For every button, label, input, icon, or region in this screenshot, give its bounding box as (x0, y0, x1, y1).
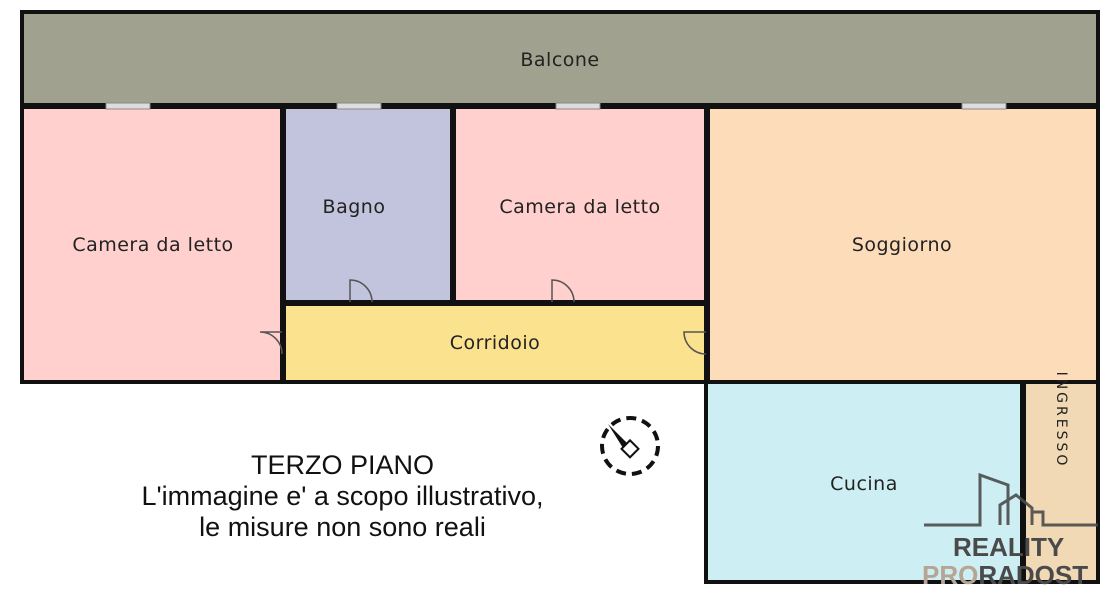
doors (259, 279, 707, 355)
room-cucina (704, 380, 1024, 584)
note-title: TERZO PIANO (250, 450, 434, 480)
watermark-reality: REALITY (953, 532, 1065, 562)
room-corridoio (282, 302, 708, 384)
watermark-logo (924, 472, 1098, 527)
room-camera-left (20, 105, 284, 384)
label-camera-left: Camera da letto (72, 234, 233, 256)
room-ingresso (1022, 380, 1100, 584)
label-balcone: Balcone (520, 49, 599, 71)
room-balcone (20, 10, 1100, 107)
plan-note: TERZO PIANO L'immagine e' a scopo illust… (110, 450, 575, 543)
label-soggiorno: Soggiorno (852, 234, 952, 256)
watermark-radost: RADOST (978, 560, 1089, 590)
note-line2: L'immagine e' a scopo illustrativo, (141, 481, 544, 511)
windows (105, 102, 1007, 110)
watermark-proradost: PRORADOST (922, 560, 1088, 591)
label-cucina: Cucina (830, 473, 898, 495)
room-soggiorno (706, 105, 1100, 384)
label-camera-mid: Camera da letto (499, 196, 660, 218)
compass-icon (600, 416, 660, 476)
label-bagno: Bagno (323, 196, 386, 218)
watermark-pro: PRO (922, 560, 979, 590)
note-line3: le misure non sono reali (199, 512, 486, 542)
label-corridoio: Corridoio (450, 332, 541, 354)
label-ingresso: INGRESSO (1053, 372, 1069, 469)
